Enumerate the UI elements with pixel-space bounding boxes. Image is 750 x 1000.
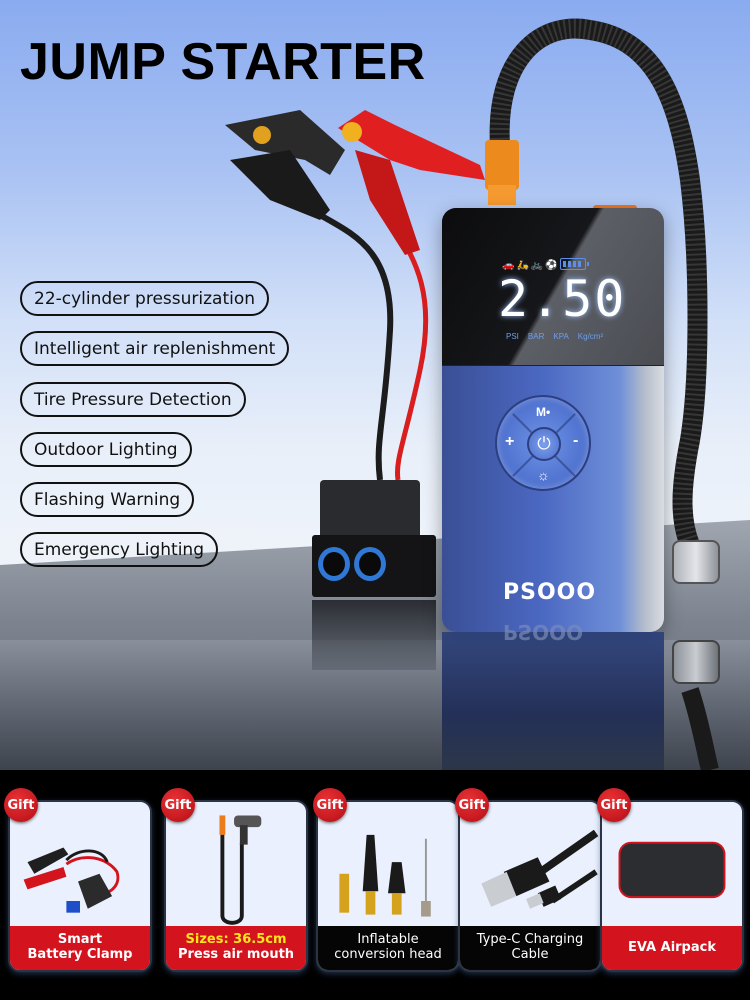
red-clamp-icon xyxy=(338,110,485,255)
power-button[interactable]: ⏻ xyxy=(527,427,561,461)
unit-psi: PSI xyxy=(506,332,519,341)
black-clamp-icon xyxy=(225,110,345,220)
feature-tag-tire-pressure: Tire Pressure Detection xyxy=(20,382,246,417)
gift-label: Smart Battery Clamp xyxy=(10,926,150,970)
air-hose-icon xyxy=(219,815,262,925)
connector-port-icon xyxy=(354,547,386,581)
gift-label-line1: Smart xyxy=(57,932,103,948)
gift-label-line1: Inflatable xyxy=(357,932,419,948)
air-chuck-icon xyxy=(672,540,720,584)
unit-bar: BAR xyxy=(527,332,545,341)
air-chuck-reflection xyxy=(672,640,720,684)
gift-label-line1: EVA Airpack xyxy=(627,939,716,955)
gift-label-line1: Type-C Charging xyxy=(476,932,584,948)
gift-label-line2: Press air mouth xyxy=(177,947,295,962)
gift-label: EVA Airpack xyxy=(602,926,742,970)
minus-button[interactable]: - xyxy=(573,432,579,449)
plus-button[interactable]: + xyxy=(505,433,515,450)
feature-tag-emergency-lighting: Emergency Lighting xyxy=(20,532,218,567)
connector-port-icon xyxy=(318,547,350,581)
hero-banner: JUMP STARTER 22-cylinder pressurization … xyxy=(0,0,750,770)
gift-badge: Gift xyxy=(313,788,347,822)
feature-tag-air-replenishment: Intelligent air replenishment xyxy=(20,331,290,366)
gift-label-line2: Battery Clamp xyxy=(27,947,133,962)
gift-card-conversion-head[interactable]: Inflatable conversion head xyxy=(316,800,460,972)
vehicle-mode-icons: 🚗🛵🚲⚽ xyxy=(502,260,560,271)
mode-button[interactable]: M• xyxy=(536,405,551,419)
feature-tag-outdoor-lighting: Outdoor Lighting xyxy=(20,432,192,467)
gift-label: Inflatable conversion head xyxy=(318,926,458,970)
gift-label-line2: conversion head xyxy=(334,947,442,962)
power-icon: ⏻ xyxy=(537,434,551,453)
gift-label: Type-C Charging Cable xyxy=(460,926,600,970)
eva-case-icon xyxy=(618,841,726,899)
ec5-connector xyxy=(320,480,420,540)
connector-reflection xyxy=(312,600,436,670)
gift-badge: Gift xyxy=(4,788,38,822)
ec5-connector-front xyxy=(312,535,436,597)
brand-logo-reflection: PSOOO xyxy=(503,620,584,644)
control-pad: M• + - ☼ ⏻ xyxy=(495,395,591,491)
unit-kpa: KPA xyxy=(553,332,569,341)
gift-card-typec-cable[interactable]: Type-C Charging Cable xyxy=(458,800,602,972)
device-reflection xyxy=(442,632,664,770)
gift-card-air-hose[interactable]: Sizes: 36.5cm Press air mouth xyxy=(164,800,308,972)
battery-icon xyxy=(560,258,589,270)
unit-labels: PSI BAR KPA Kg/cm² xyxy=(506,332,603,341)
gift-badge: Gift xyxy=(161,788,195,822)
unit-kgcm2: Kg/cm² xyxy=(577,332,604,341)
feature-tag-pressurization: 22-cylinder pressurization xyxy=(20,281,270,316)
gift-label-line2: Cable xyxy=(511,947,549,962)
gift-badge: Gift xyxy=(597,788,631,822)
battery-clamp-icon xyxy=(23,847,120,913)
brand-logo: PSOOO xyxy=(503,580,597,605)
gift-card-battery-clamp[interactable]: Smart Battery Clamp xyxy=(8,800,152,972)
nozzle-set-icon xyxy=(339,834,431,917)
feature-tag-flashing-warning: Flashing Warning xyxy=(20,482,195,517)
gift-size-label: Sizes: 36.5cm xyxy=(185,932,287,948)
page-title: JUMP STARTER xyxy=(20,33,426,91)
gift-card-eva-case[interactable]: EVA Airpack xyxy=(600,800,744,972)
gift-label: Sizes: 36.5cm Press air mouth xyxy=(166,926,306,970)
pressure-readout: 2.50 xyxy=(498,270,627,328)
gift-badge: Gift xyxy=(455,788,489,822)
usb-c-cable-icon xyxy=(481,829,599,909)
cables-and-clamps-illustration xyxy=(225,18,719,770)
lcd-screen: 🚗🛵🚲⚽ 2.50 PSI BAR KPA Kg/cm² xyxy=(442,208,664,366)
light-button[interactable]: ☼ xyxy=(537,467,550,483)
